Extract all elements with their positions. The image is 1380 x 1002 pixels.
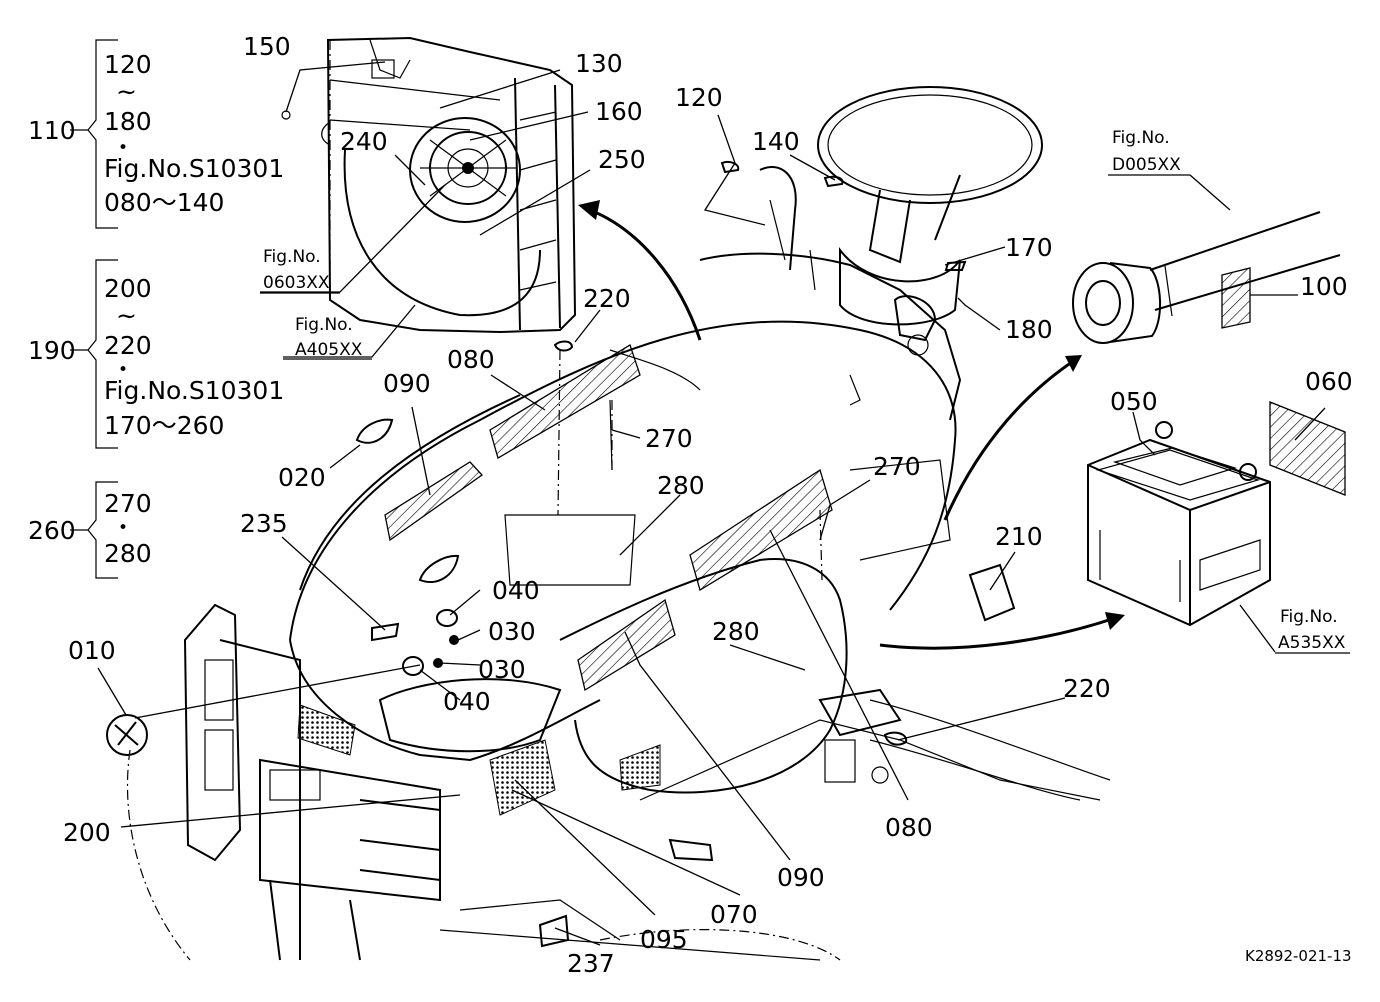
group-110-to: 180 — [104, 107, 152, 136]
seal-100 — [1221, 267, 1251, 329]
group-ref-110: 110 — [28, 116, 76, 145]
part-120: 120 — [675, 83, 723, 112]
steering-wheel — [817, 86, 1043, 326]
part-050: 050 — [1110, 387, 1158, 416]
fig-ref-radiator-title: Fig.No. — [295, 315, 353, 335]
part-020: 020 — [278, 463, 326, 492]
group-110-fig: Fig.No.S10301 — [104, 154, 284, 183]
group-190-range: 170～260 — [104, 411, 224, 440]
group-260-bracket — [70, 481, 118, 579]
part-140: 140 — [752, 127, 800, 156]
grille-mesh-front — [489, 739, 556, 816]
grille-mesh-left — [297, 704, 356, 756]
battery — [1087, 421, 1271, 627]
part-080-top: 080 — [447, 345, 495, 374]
part-160: 160 — [595, 97, 643, 126]
part-170: 170 — [1005, 233, 1053, 262]
part-040-lower: 040 — [443, 687, 491, 716]
fig-ref-fan-code: 0603XX — [263, 273, 330, 293]
part-270-center: 270 — [645, 424, 693, 453]
part-100: 100 — [1300, 272, 1348, 301]
part-040-upper: 040 — [492, 576, 540, 605]
fig-ref-fan-title: Fig.No. — [263, 247, 321, 267]
grille-mesh-side — [619, 744, 661, 791]
part-210: 210 — [995, 522, 1043, 551]
hood — [289, 320, 957, 794]
part-030-upper: 030 — [488, 617, 536, 646]
fig-ref-radiator-code: A405XX — [295, 340, 363, 360]
part-010: 010 — [68, 636, 116, 665]
decal-090-left — [384, 461, 483, 542]
group-190-from: 200 — [104, 274, 152, 303]
group-260-from: 270 — [104, 489, 152, 518]
part-270-right: 270 — [873, 452, 921, 481]
part-250: 250 — [598, 145, 646, 174]
leader-lines — [97, 61, 1326, 946]
part-240: 240 — [340, 127, 388, 156]
front-bumper — [183, 603, 441, 961]
group-110-bracket — [70, 39, 118, 229]
part-060: 060 — [1305, 367, 1353, 396]
fig-ref-battery-title: Fig.No. — [1280, 607, 1338, 627]
group-110-tilde: ~ — [116, 77, 137, 106]
group-110-range: 080～140 — [104, 188, 224, 217]
decal-090-side — [577, 598, 676, 692]
part-130: 130 — [575, 49, 623, 78]
group-190-to: 220 — [104, 331, 152, 360]
engine-coupling — [1072, 211, 1341, 344]
part-030-lower: 030 — [478, 655, 526, 684]
part-070: 070 — [710, 900, 758, 929]
reference-arrows — [578, 200, 1125, 650]
dashboard-panel — [699, 165, 962, 421]
group-110-from: 120 — [104, 50, 152, 79]
part-200: 200 — [63, 818, 111, 847]
small-parts — [106, 110, 1016, 948]
group-ref-190: 190 — [28, 336, 76, 365]
part-090-top: 090 — [383, 369, 431, 398]
group-110-dot: • — [118, 138, 128, 158]
group-190-tilde: ~ — [116, 301, 137, 330]
part-090-lower: 090 — [777, 863, 825, 892]
part-180: 180 — [1005, 315, 1053, 344]
part-095: 095 — [640, 925, 688, 954]
battery-cover-060 — [1269, 401, 1346, 496]
group-ref-260: 260 — [28, 516, 76, 545]
part-280-right: 280 — [712, 617, 760, 646]
group-260-dot: • — [118, 518, 128, 538]
group-190-fig: Fig.No.S10301 — [104, 376, 284, 405]
decal-080-side — [689, 468, 833, 591]
part-220-top: 220 — [583, 284, 631, 313]
part-237: 237 — [567, 949, 615, 978]
part-150: 150 — [243, 32, 291, 61]
group-260-to: 280 — [104, 539, 152, 568]
part-235: 235 — [240, 509, 288, 538]
part-220-right: 220 — [1063, 674, 1111, 703]
radiator-fan-assembly — [326, 36, 577, 334]
drawing-code: K2892-021-13 — [1245, 947, 1352, 965]
fig-ref-battery-code: A535XX — [1278, 633, 1346, 653]
group-190-bracket — [70, 259, 118, 449]
group-190-dot: • — [118, 360, 128, 380]
fig-ref-engine-code: D005XX — [1112, 155, 1181, 175]
fig-ref-engine-title: Fig.No. — [1112, 128, 1170, 148]
part-080-lower: 080 — [885, 813, 933, 842]
part-280-center: 280 — [657, 471, 705, 500]
decal-080-top — [489, 344, 641, 459]
